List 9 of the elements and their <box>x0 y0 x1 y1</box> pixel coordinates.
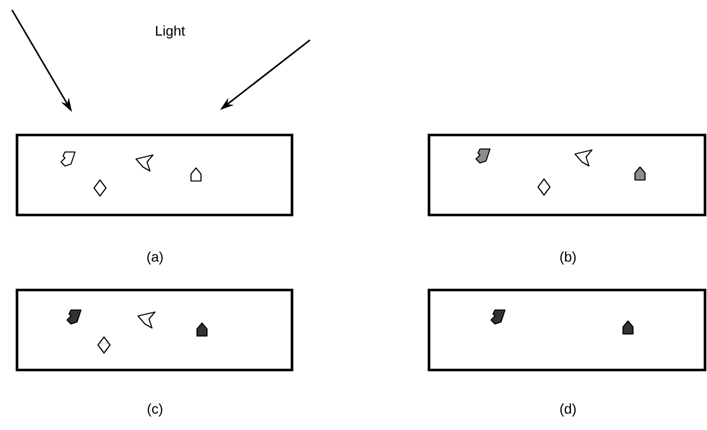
panel-box <box>16 134 294 216</box>
panel-caption: (a) <box>147 252 163 264</box>
panel-caption: (d) <box>560 404 576 416</box>
panel-caption: (b) <box>560 252 576 264</box>
light-label: Light <box>156 26 186 38</box>
panel-box <box>428 134 706 216</box>
panel-caption: (c) <box>148 404 162 416</box>
panel-box <box>16 288 294 372</box>
panel-box <box>428 288 706 372</box>
